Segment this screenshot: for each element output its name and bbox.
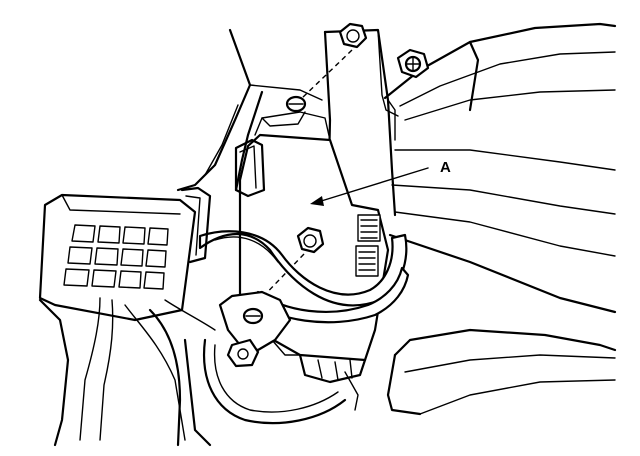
lower-console-panel bbox=[386, 328, 617, 416]
connector-pin-grid bbox=[63, 224, 169, 290]
dashboard-trim bbox=[383, 22, 617, 314]
upper-nut bbox=[285, 22, 368, 113]
multi-pin-connector bbox=[38, 186, 212, 322]
wiring-harness bbox=[198, 230, 410, 324]
callout-label: A bbox=[440, 159, 451, 176]
mounting-bolt bbox=[396, 48, 430, 79]
connector-wires bbox=[38, 297, 216, 447]
left-console-panel bbox=[176, 28, 323, 192]
lower-cable-loop bbox=[183, 338, 359, 447]
bracket-bolt bbox=[218, 290, 292, 368]
callout-leader bbox=[310, 167, 429, 206]
